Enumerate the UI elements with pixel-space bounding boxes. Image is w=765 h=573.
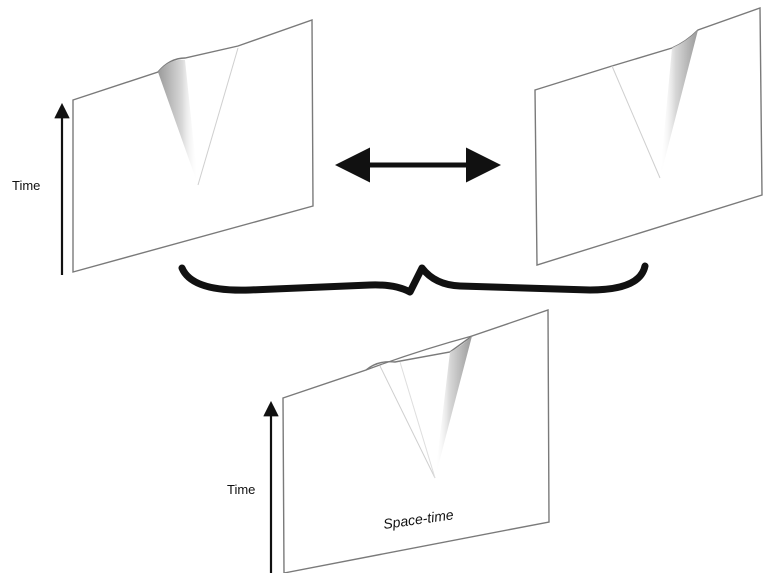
panel-bottom: Time Space-time [227, 309, 550, 573]
panel-top-left: Time [12, 19, 314, 275]
panel-bottom-sheet [282, 309, 550, 573]
curly-brace [178, 262, 649, 296]
panel-top-right-sheet [534, 7, 763, 266]
time-label-bottom: Time [227, 482, 255, 497]
panel-top-right [534, 7, 763, 266]
time-label-top-left: Time [12, 178, 40, 193]
light-cone-top-right [660, 30, 698, 178]
light-cone-top-left [158, 59, 198, 185]
light-cone-bottom [435, 336, 472, 478]
